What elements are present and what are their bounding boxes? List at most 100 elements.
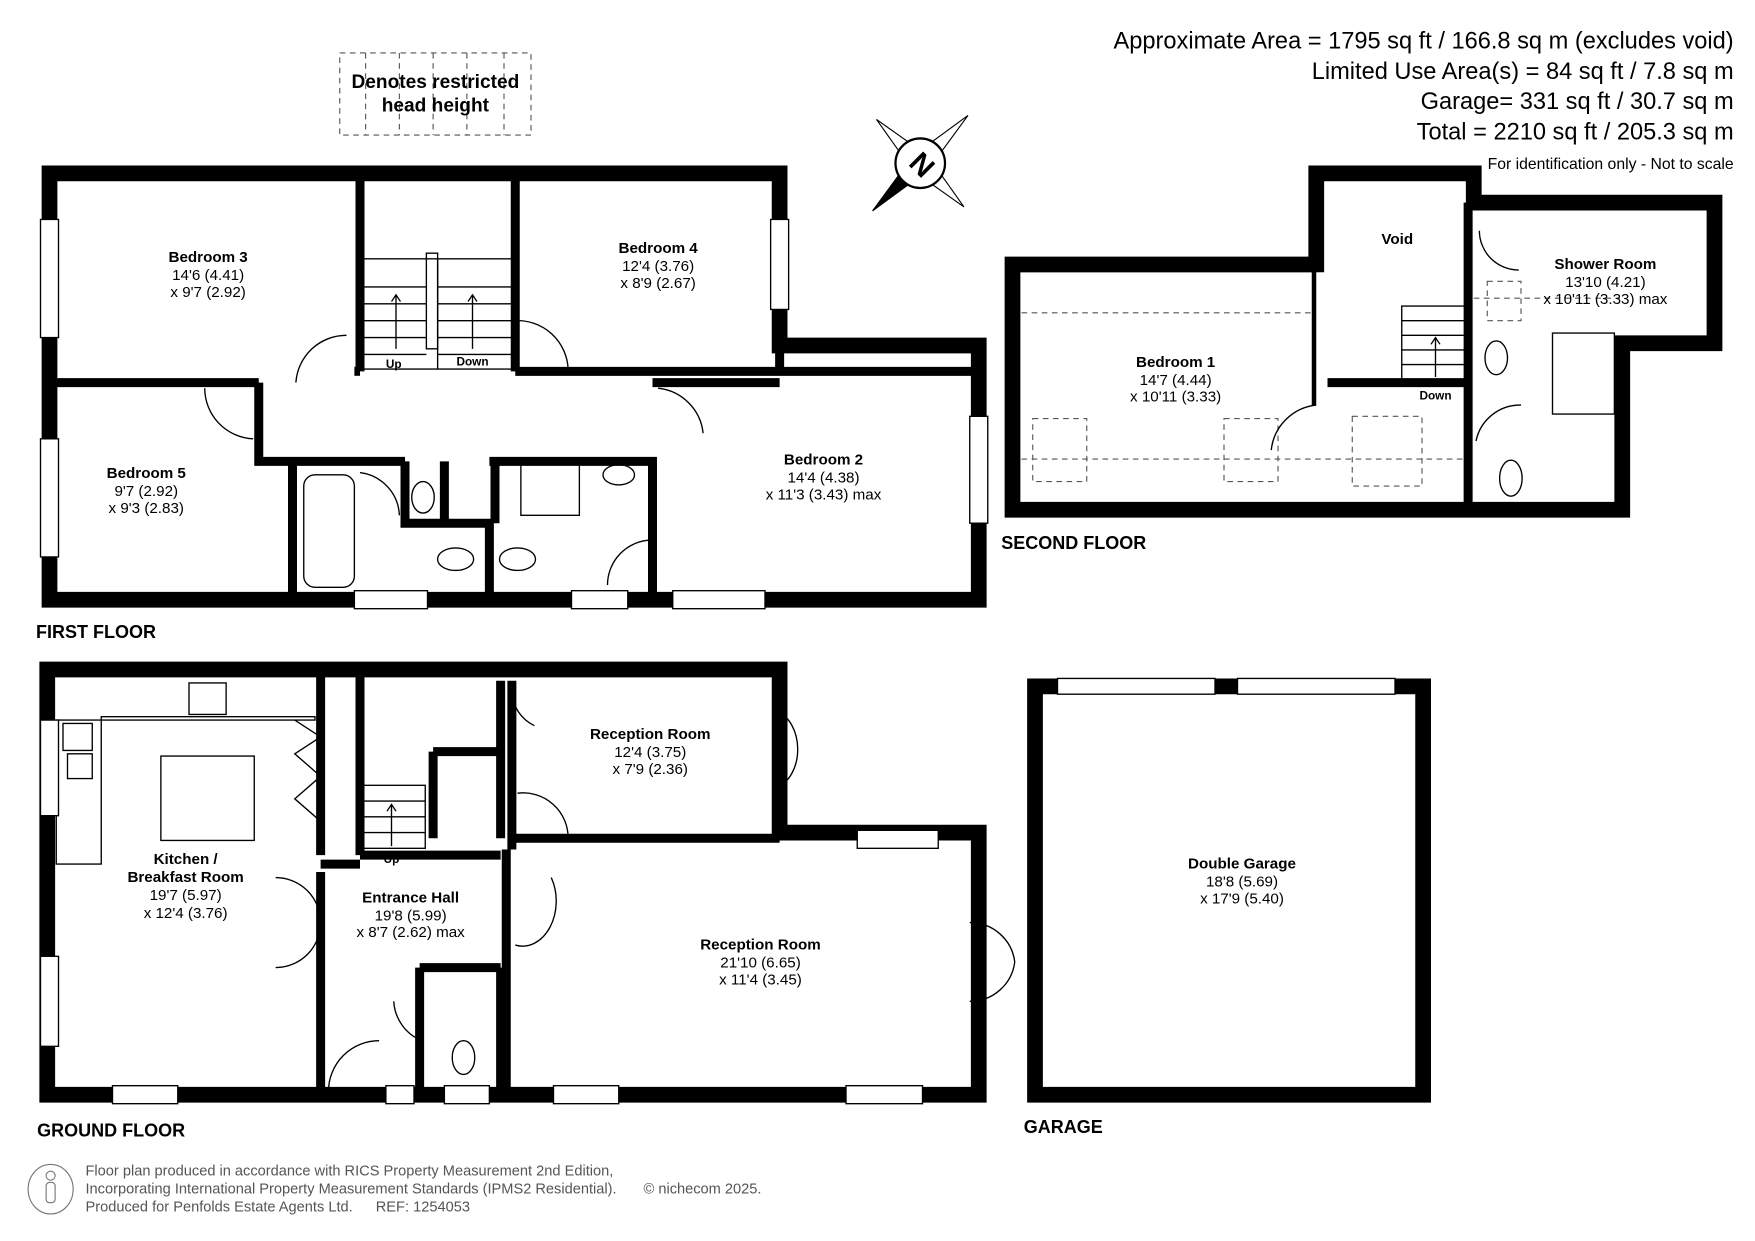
- room-dim: 9'7 (2.92): [114, 483, 178, 500]
- stairs-up-label: Up: [386, 357, 402, 371]
- room-name-kitchen: Kitchen /: [154, 851, 219, 868]
- toilet: [1498, 459, 1523, 497]
- garage-door: [1236, 677, 1396, 695]
- footer-line-1: Floor plan produced in accordance with R…: [86, 1164, 614, 1180]
- room-name-reception-room-large: Reception Room: [700, 937, 821, 954]
- room-name-bedroom-3: Bedroom 3: [169, 249, 248, 266]
- window: [39, 955, 60, 1047]
- room-dim: x 9'7 (2.92): [170, 284, 245, 301]
- garage-door: [1056, 677, 1216, 695]
- floor-label-garage: GARAGE: [1024, 1117, 1103, 1137]
- stairs-down-label: Down: [456, 355, 488, 369]
- room-dim: 12'4 (3.76): [622, 258, 694, 275]
- window: [39, 438, 60, 558]
- shower-tray: [1551, 332, 1616, 415]
- window: [39, 218, 60, 339]
- basin: [602, 464, 636, 486]
- ground-floor-plan: Kitchen / Breakfast Room 19'7 (5.97) x 1…: [37, 661, 1016, 1140]
- room-dim: 14'7 (4.44): [1140, 372, 1212, 389]
- floor-label-second: SECOND FLOOR: [1001, 533, 1146, 553]
- bathtub: [303, 474, 356, 588]
- area-garage: Garage= 331 sq ft / 30.7 sq m: [1421, 89, 1734, 115]
- disclaimer: For identification only - Not to scale: [1488, 156, 1734, 173]
- window: [552, 1085, 620, 1105]
- room-name-kitchen-2: Breakfast Room: [127, 869, 243, 886]
- skylight: [1486, 280, 1522, 322]
- room-dim: x 11'3 (3.43) max: [766, 487, 882, 504]
- footer-copyright: © nichecom 2025.: [644, 1182, 762, 1198]
- room-dim: 13'10 (4.21): [1565, 274, 1645, 291]
- area-limited-use: Limited Use Area(s) = 84 sq ft / 7.8 sq …: [1312, 59, 1734, 85]
- toilet: [451, 1040, 476, 1076]
- window: [845, 1085, 924, 1105]
- basin: [1484, 340, 1509, 376]
- window: [672, 590, 766, 610]
- window: [385, 1085, 415, 1105]
- basin: [411, 480, 435, 514]
- room-name-bedroom-4: Bedroom 4: [619, 240, 699, 257]
- staircase: [361, 252, 514, 370]
- window: [856, 829, 939, 849]
- room-dim: 21'10 (6.65): [720, 955, 801, 972]
- toilet: [498, 547, 537, 572]
- room-dim: x 11'4 (3.45): [719, 971, 802, 988]
- hob: [188, 682, 227, 716]
- room-dim: 19'8 (5.99): [375, 907, 447, 924]
- toilet: [436, 547, 475, 572]
- room-name-void: Void: [1381, 231, 1413, 248]
- person-icon: [27, 1163, 74, 1215]
- skylight: [1223, 418, 1279, 483]
- room-dim: x 10'11 (3.33) max: [1543, 291, 1667, 308]
- sink: [62, 722, 93, 752]
- area-total: Total = 2210 sq ft / 205.3 sq m: [1417, 120, 1734, 146]
- first-floor-plan: Bedroom 3 14'6 (4.41) x 9'7 (2.92) Bedro…: [36, 165, 989, 642]
- room-dim: x 9'3 (2.83): [109, 500, 184, 517]
- room-dim: x 10'11 (3.33): [1130, 389, 1221, 406]
- window: [443, 1085, 491, 1105]
- staircase: [1401, 305, 1468, 381]
- room-name-double-garage: Double Garage: [1188, 856, 1296, 873]
- footer-ref: REF: 1254053: [376, 1200, 470, 1216]
- restricted-height-legend: Denotes restricted head height: [339, 52, 532, 136]
- room-dim: x 7'9 (2.36): [613, 761, 688, 778]
- room-name-bedroom-2: Bedroom 2: [784, 452, 863, 469]
- room-name-shower-room: Shower Room: [1554, 256, 1656, 273]
- room-dim: 12'4 (3.75): [614, 744, 686, 761]
- dishwasher: [66, 753, 93, 780]
- area-summary: Approximate Area = 1795 sq ft / 166.8 sq…: [1114, 28, 1734, 172]
- skylight: [1032, 418, 1088, 483]
- legend-text-2: head height: [382, 95, 490, 116]
- garage-plan: Double Garage 18'8 (5.69) x 17'9 (5.40) …: [1024, 677, 1431, 1137]
- room-dim: 18'8 (5.69): [1206, 874, 1278, 891]
- skylight: [1351, 415, 1423, 487]
- stairs-down-label: Down: [1419, 388, 1451, 402]
- window: [570, 590, 629, 610]
- footer-line-3: Produced for Penfolds Estate Agents Ltd.: [86, 1200, 353, 1216]
- window: [353, 590, 429, 610]
- shower-tray: [520, 460, 581, 516]
- stairs-up-label: Up: [384, 852, 400, 866]
- second-floor-plan: Bedroom 1 14'7 (4.44) x 10'11 (3.33) Voi…: [1001, 165, 1723, 553]
- floor-label-ground: GROUND FLOOR: [37, 1120, 185, 1140]
- room-name-bedroom-1: Bedroom 1: [1136, 354, 1216, 371]
- room-dim: 19'7 (5.97): [150, 887, 222, 904]
- room-dim: x 8'9 (2.67): [620, 275, 695, 292]
- window: [769, 218, 790, 311]
- room-dim: x 8'7 (2.62) max: [356, 924, 465, 941]
- room-dim: 14'6 (4.41): [172, 267, 244, 284]
- room-dim: x 17'9 (5.40): [1200, 890, 1284, 907]
- window: [969, 415, 989, 524]
- window: [111, 1085, 179, 1105]
- room-dim: 14'4 (4.38): [787, 470, 859, 487]
- area-approximate: Approximate Area = 1795 sq ft / 166.8 sq…: [1114, 28, 1734, 54]
- legend-text-1: Denotes restricted: [351, 72, 519, 93]
- room-name-entrance-hall: Entrance Hall: [362, 889, 459, 906]
- room-dim: x 12'4 (3.76): [144, 905, 228, 922]
- footer: Floor plan produced in accordance with R…: [27, 1163, 762, 1216]
- room-name-reception-room: Reception Room: [590, 726, 711, 743]
- room-name-bedroom-5: Bedroom 5: [107, 465, 187, 482]
- compass-icon: [872, 115, 969, 212]
- kitchen-island: [160, 755, 255, 842]
- window: [39, 719, 60, 817]
